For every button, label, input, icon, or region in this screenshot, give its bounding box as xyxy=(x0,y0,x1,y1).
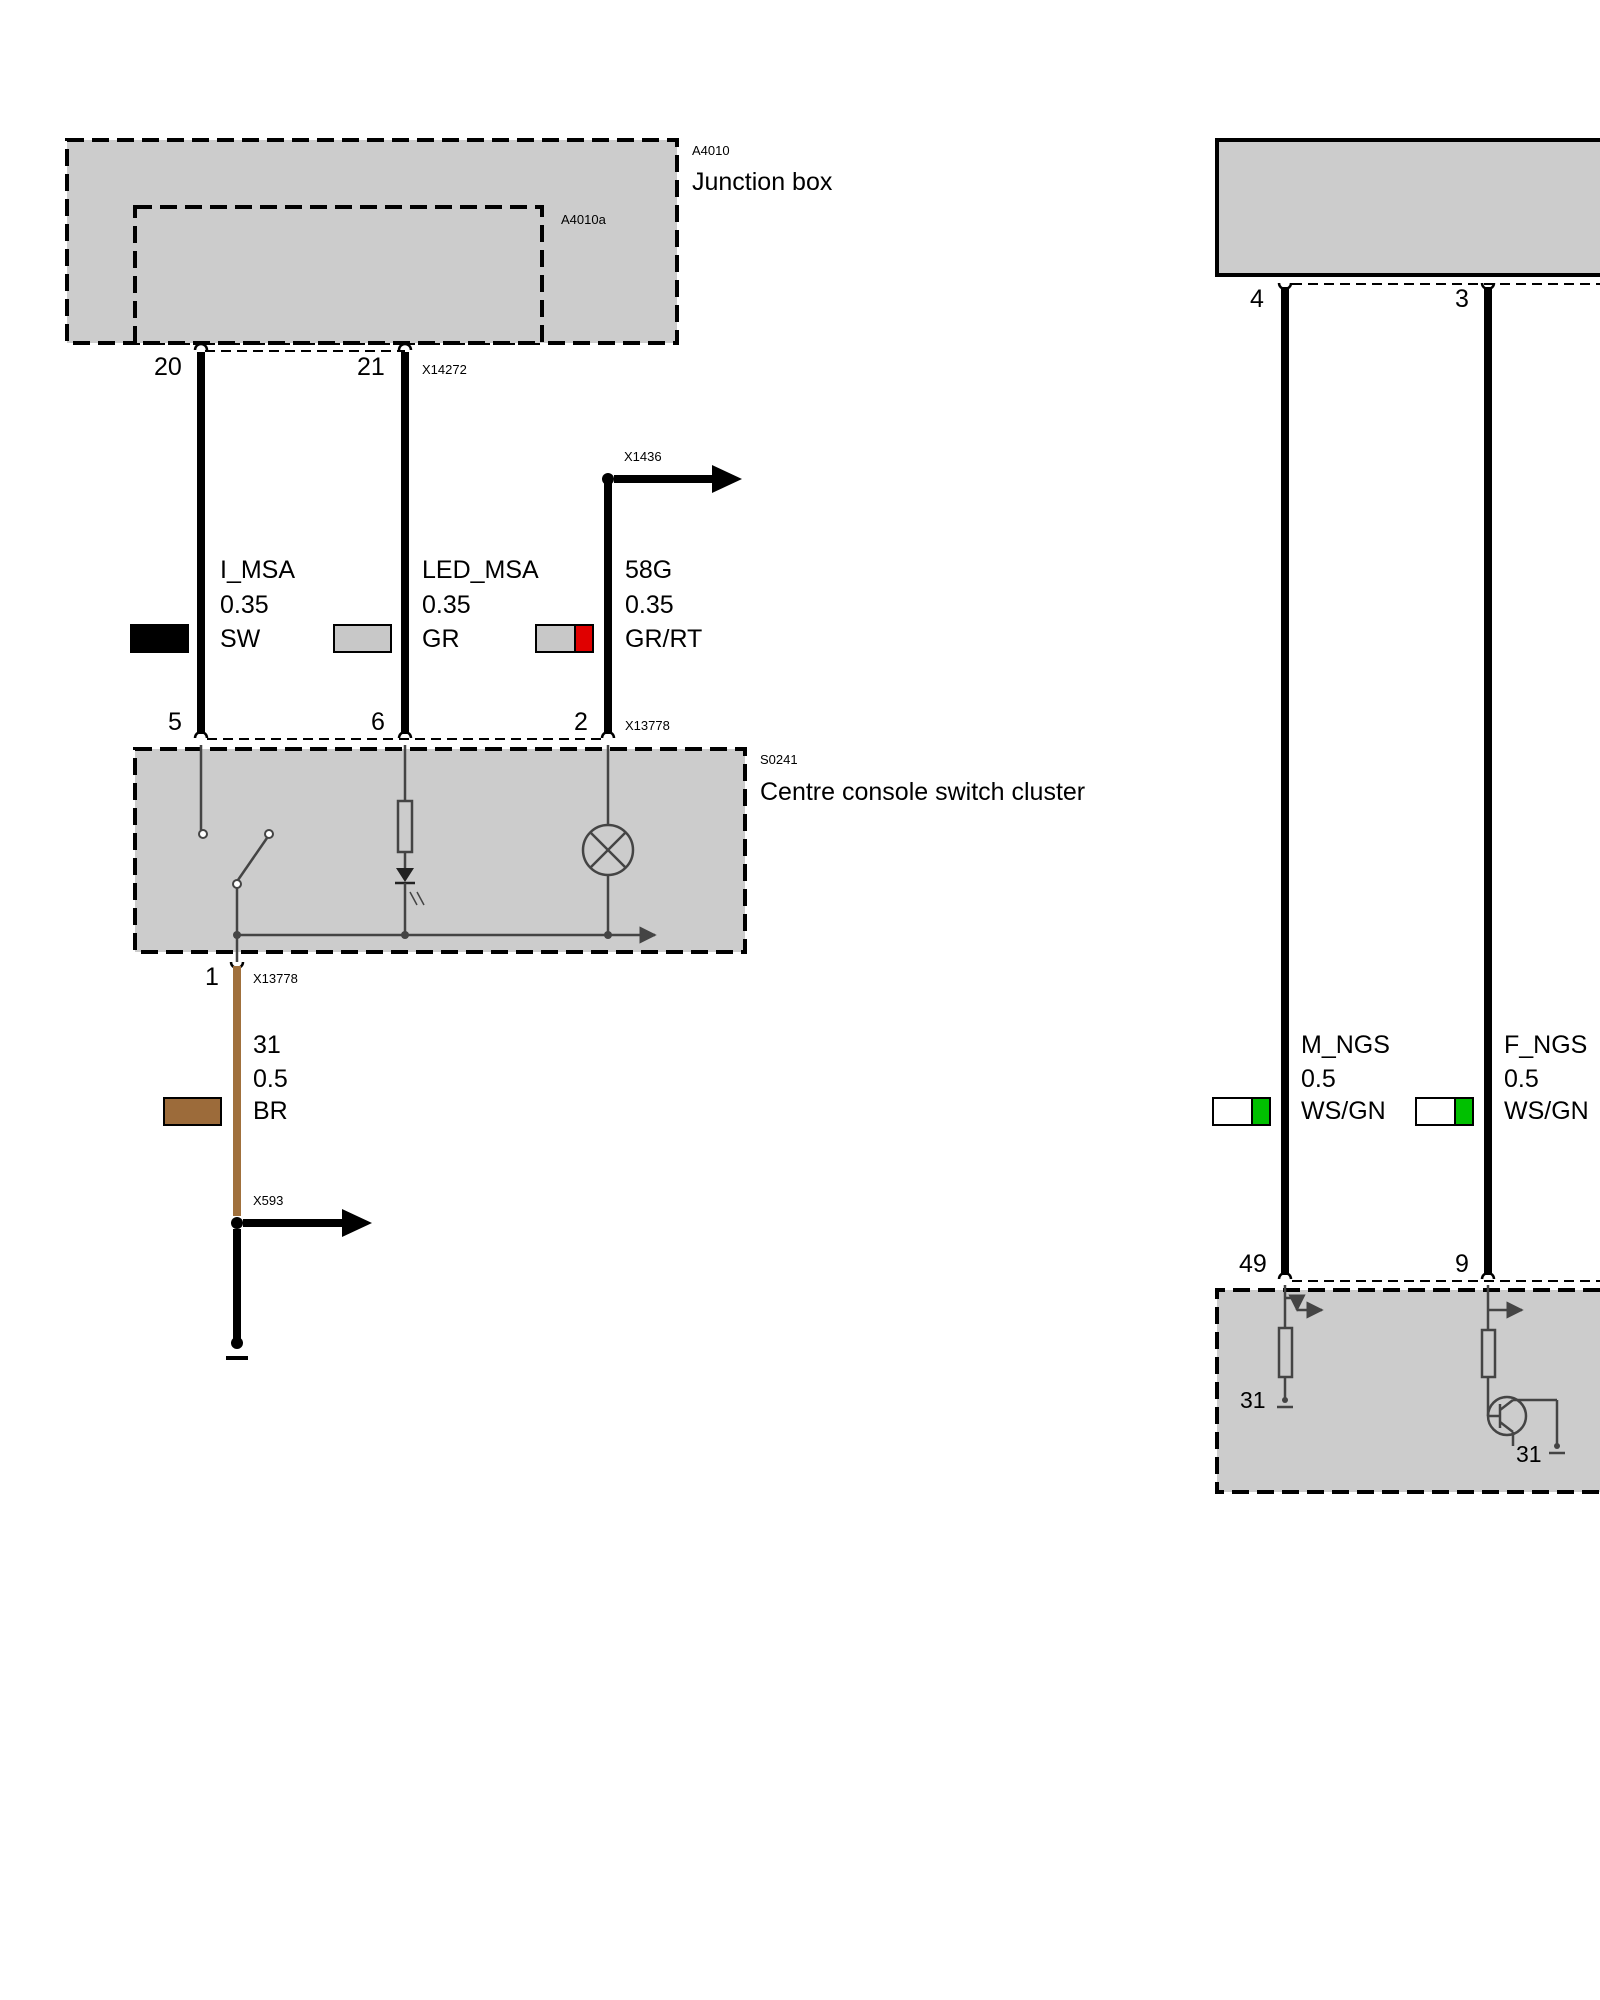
svg-text:WS/GN: WS/GN xyxy=(1504,1097,1589,1125)
svg-text:WS/GN: WS/GN xyxy=(1301,1097,1386,1125)
pin-cl-1: 1 xyxy=(205,963,219,991)
label-led-msa: LED_MSA 0.35 GR xyxy=(422,556,539,653)
wire-f-ngs[interactable] xyxy=(1480,282,1496,1280)
label-31: 31 0.5 BR xyxy=(253,1031,288,1125)
svg-text:GR/RT: GR/RT xyxy=(625,625,702,653)
splice-point xyxy=(231,1217,243,1229)
switch-icon xyxy=(198,745,274,935)
pin-right-9: 9 xyxy=(1455,1250,1469,1278)
wire-m-ngs[interactable] xyxy=(1277,282,1293,1280)
ground-label-31-b: 31 xyxy=(1516,1441,1542,1467)
svg-text:0.5: 0.5 xyxy=(1301,1065,1336,1093)
junction-box-submodule xyxy=(133,205,544,345)
wire-i-msa[interactable] xyxy=(193,342,209,739)
pin-cl-2: 2 xyxy=(574,708,588,736)
ground-icon xyxy=(226,1337,248,1360)
pin-right-3: 3 xyxy=(1455,285,1469,313)
connector-cluster-bottom: X13778 xyxy=(253,971,298,986)
svg-text:0.35: 0.35 xyxy=(422,591,471,619)
swatch-sw xyxy=(130,624,189,653)
switch-cluster[interactable]: S0241 Centre console switch cluster xyxy=(133,745,1085,962)
connector-splice-31: X593 xyxy=(253,1193,283,1208)
svg-text:0.35: 0.35 xyxy=(220,591,269,619)
pin-cl-6: 6 xyxy=(371,708,385,736)
arrow-icon xyxy=(712,465,742,493)
svg-text:GR: GR xyxy=(422,625,460,653)
junction-box-name: Junction box xyxy=(692,168,833,196)
swatch-gr-rt xyxy=(535,624,594,653)
switch-cluster-name: Centre console switch cluster xyxy=(760,778,1085,806)
switch-cluster-outline xyxy=(133,747,747,954)
pin-right-4: 4 xyxy=(1250,285,1264,313)
connector-jb-label: X14272 xyxy=(422,362,467,377)
splice-point xyxy=(602,473,614,485)
pin-jb-20: 20 xyxy=(154,353,182,381)
svg-text:0.35: 0.35 xyxy=(625,591,674,619)
swatch-gr xyxy=(333,624,392,653)
swatch-ws-gn-1 xyxy=(1212,1097,1271,1126)
label-i-msa: I_MSA 0.35 SW xyxy=(220,556,295,653)
svg-text:31: 31 xyxy=(253,1031,281,1059)
svg-text:F_NGS: F_NGS xyxy=(1504,1031,1587,1059)
junction-box-code: A4010 xyxy=(692,143,730,158)
svg-text:0.5: 0.5 xyxy=(253,1065,288,1093)
wire-58g[interactable] xyxy=(600,465,742,739)
junction-box-sub-code: A4010a xyxy=(561,212,607,227)
switch-cluster-code: S0241 xyxy=(760,752,798,767)
pin-jb-21: 21 xyxy=(357,353,385,381)
right-control-unit[interactable] xyxy=(1215,138,1600,277)
svg-text:SW: SW xyxy=(220,625,261,653)
junction-box[interactable]: A4010 Junction box A4010a xyxy=(65,138,833,345)
ground-icon xyxy=(1277,1397,1293,1409)
pin-cl-5: 5 xyxy=(168,708,182,736)
connector-splice-58g: X1436 xyxy=(624,449,662,464)
swatch-ws-gn-2 xyxy=(1415,1097,1474,1126)
label-58g: 58G 0.35 GR/RT xyxy=(625,556,702,653)
svg-text:BR: BR xyxy=(253,1097,288,1125)
wire-led-msa[interactable] xyxy=(397,342,413,739)
label-m-ngs: M_NGS 0.5 WS/GN xyxy=(1301,1031,1390,1125)
label-f-ngs: F_NGS 0.5 WS/GN xyxy=(1504,1031,1589,1125)
swatch-br xyxy=(163,1097,222,1126)
ground-label-31-a: 31 xyxy=(1240,1387,1266,1413)
svg-text:LED_MSA: LED_MSA xyxy=(422,556,539,584)
arrow-icon xyxy=(342,1209,372,1237)
right-bottom-module-outline xyxy=(1215,1288,1600,1494)
svg-text:0.5: 0.5 xyxy=(1504,1065,1539,1093)
svg-text:I_MSA: I_MSA xyxy=(220,556,295,584)
pin-right-49: 49 xyxy=(1239,1250,1267,1278)
svg-text:M_NGS: M_NGS xyxy=(1301,1031,1390,1059)
svg-text:58G: 58G xyxy=(625,556,672,584)
connector-cluster-top: X13778 xyxy=(625,718,670,733)
ground-icon xyxy=(1549,1443,1565,1455)
right-bottom-module[interactable]: 31 31 xyxy=(1215,1285,1600,1494)
wire-31-ground[interactable] xyxy=(226,961,372,1360)
